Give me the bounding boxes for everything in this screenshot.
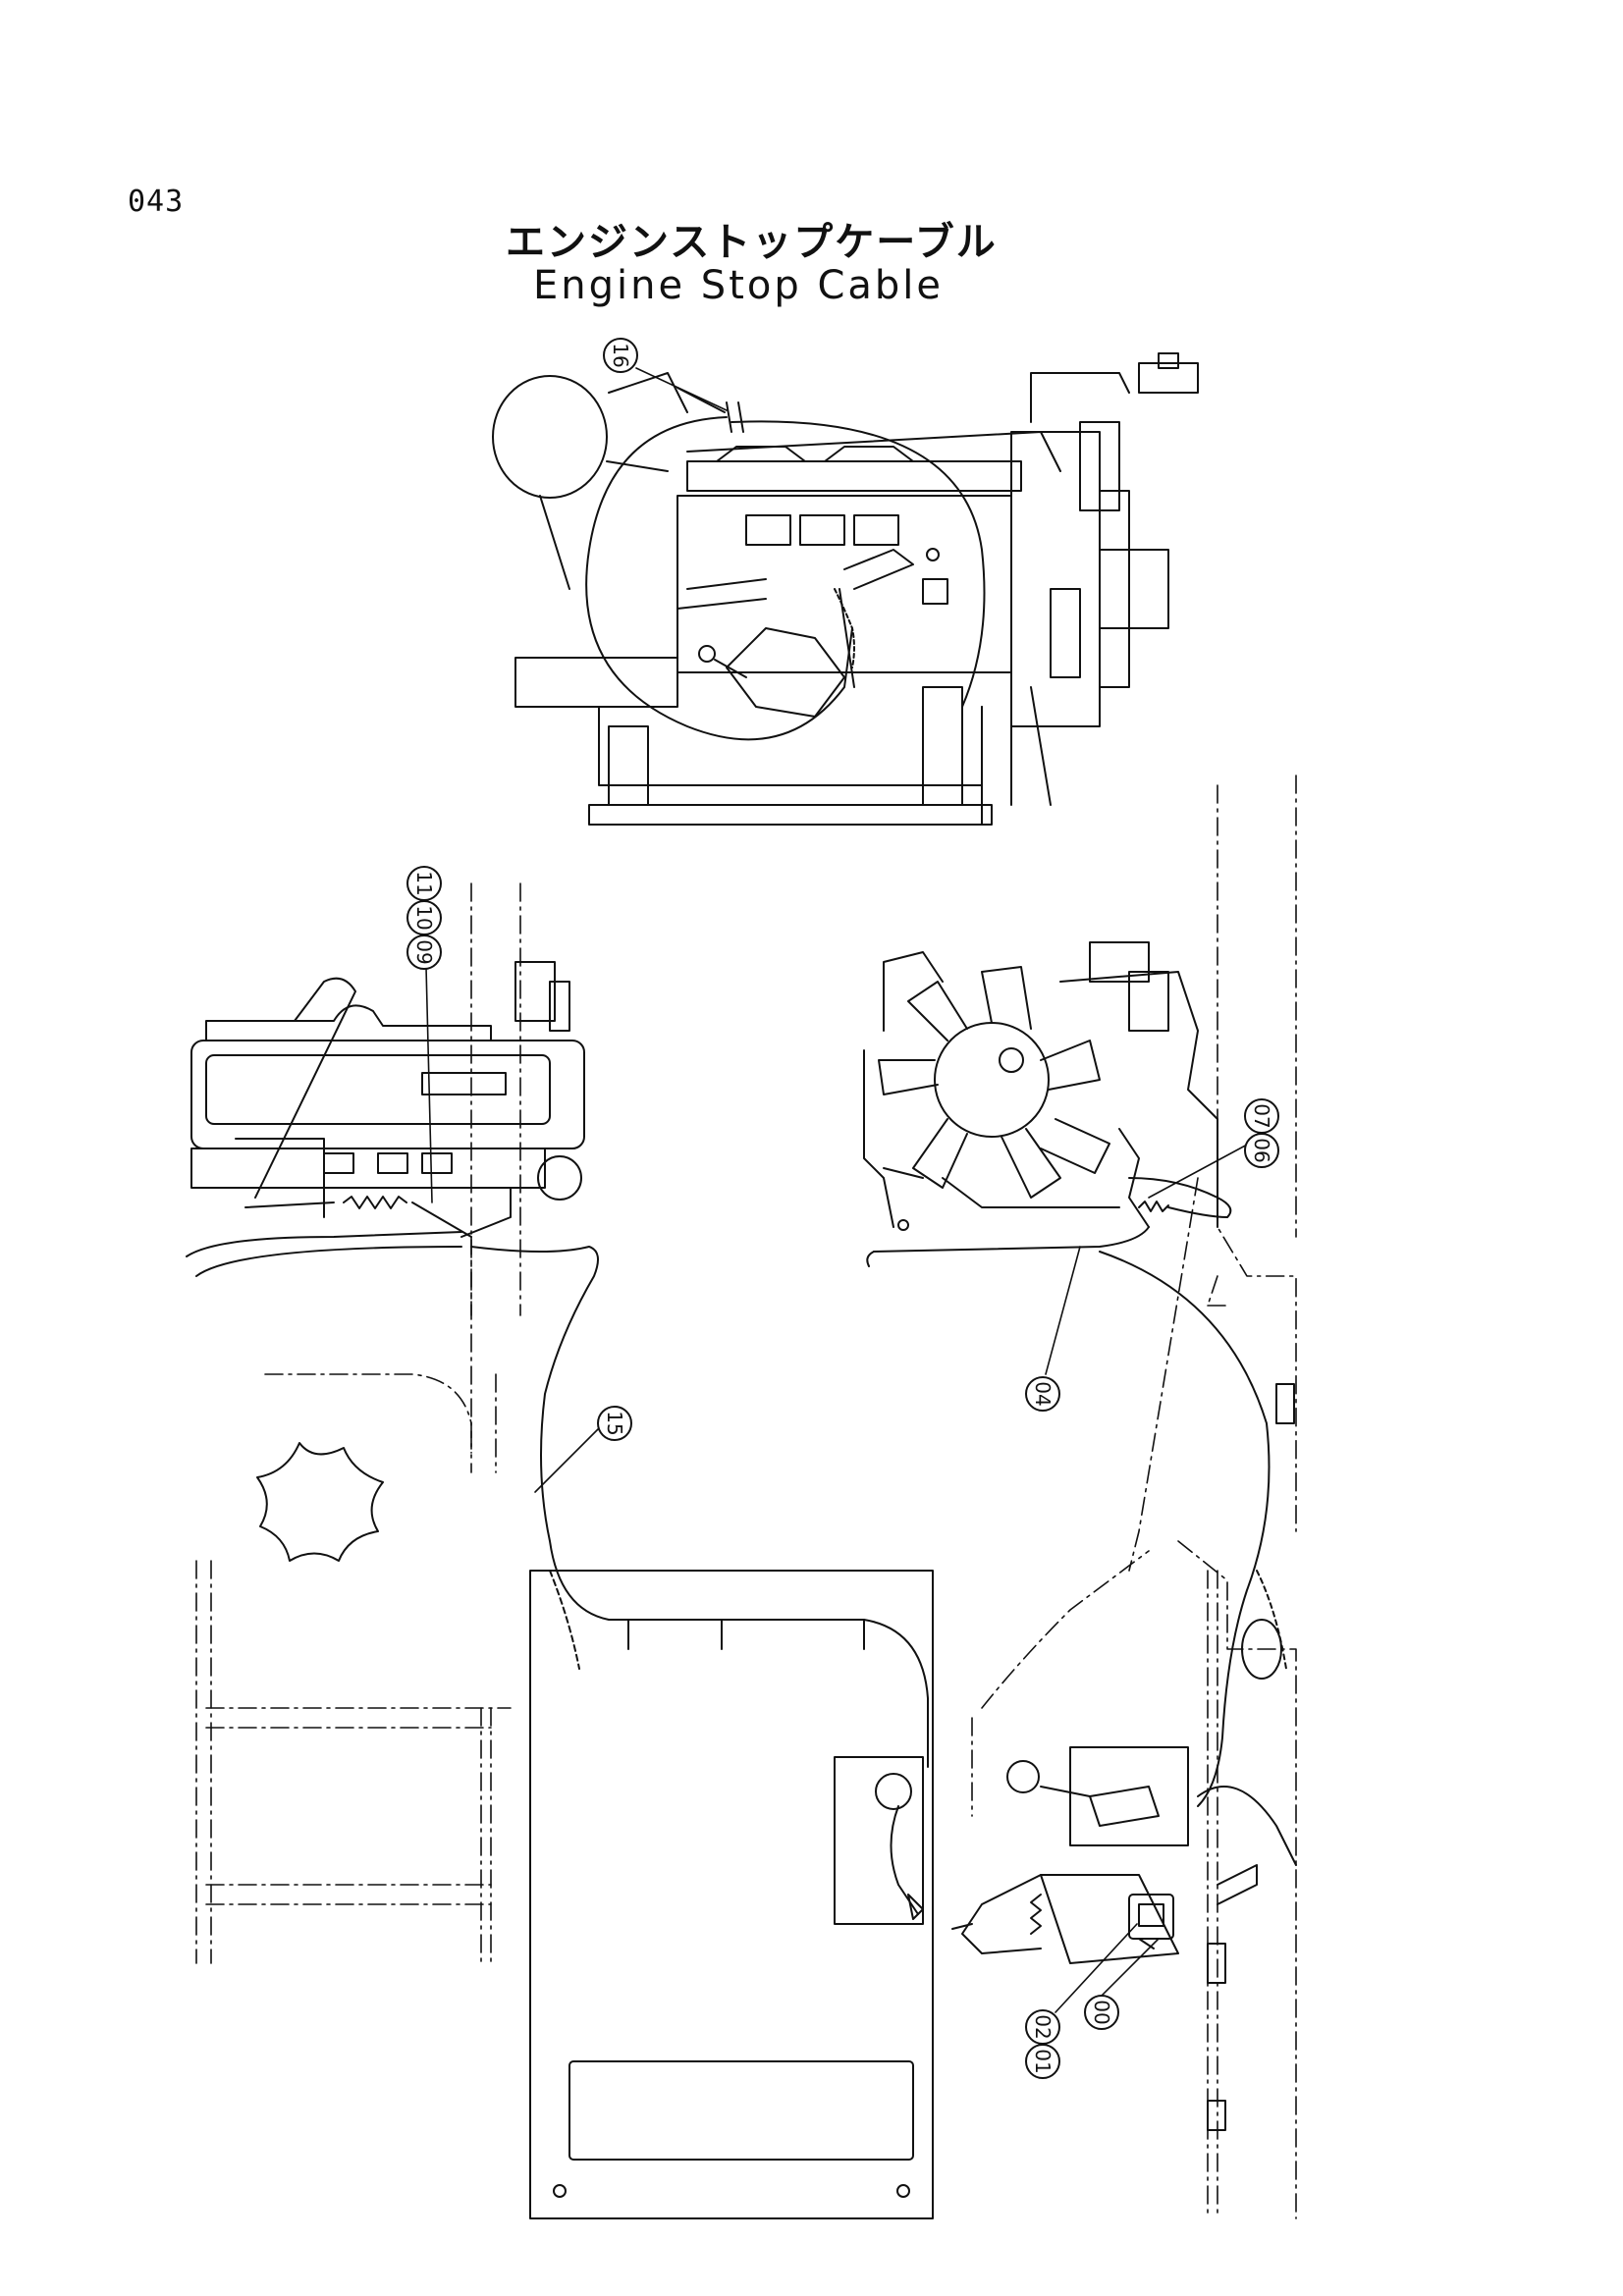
callout-01: 01 <box>1025 2044 1060 2079</box>
callout-06: 06 <box>1244 1133 1279 1168</box>
callout-15: 15 <box>597 1406 632 1441</box>
title-japanese: エンジンストップケーブル <box>506 220 998 265</box>
callout-11: 11 <box>406 866 442 901</box>
svg-text:02: 02 <box>1031 2014 1055 2039</box>
callout-16: 16 <box>603 338 638 373</box>
callout-02: 02 <box>1025 2009 1060 2045</box>
svg-text:15: 15 <box>603 1411 626 1435</box>
stop-cable-right <box>1099 1251 1271 1807</box>
svg-text:01: 01 <box>1031 2049 1055 2073</box>
svg-text:16: 16 <box>609 343 632 367</box>
svg-text:07: 07 <box>1250 1103 1273 1128</box>
callout-07: 07 <box>1244 1098 1279 1134</box>
engine-front-view-right <box>863 941 1232 1267</box>
svg-text:04: 04 <box>1031 1381 1055 1406</box>
svg-text:00: 00 <box>1090 2000 1113 2024</box>
svg-text:11: 11 <box>412 871 436 895</box>
swing-gear-shape <box>256 1442 384 1562</box>
svg-text:06: 06 <box>1250 1138 1273 1162</box>
callout-00: 00 <box>1084 1995 1119 2030</box>
engine-top-view-left <box>186 961 929 1768</box>
title-english: Engine Stop Cable <box>533 263 945 308</box>
callout-10: 10 <box>406 900 442 935</box>
engine-side-view <box>492 352 1199 826</box>
cab-floor-panel <box>529 1570 934 2219</box>
svg-text:10: 10 <box>412 905 436 930</box>
stop-solenoid-assembly <box>951 1746 1297 2131</box>
frame-lines-right <box>971 774 1297 2219</box>
callout-09: 09 <box>406 934 442 970</box>
frame-lines-left <box>195 882 521 1964</box>
callout-04: 04 <box>1025 1376 1060 1412</box>
page-number: 043 <box>128 185 185 219</box>
svg-text:09: 09 <box>412 939 436 964</box>
